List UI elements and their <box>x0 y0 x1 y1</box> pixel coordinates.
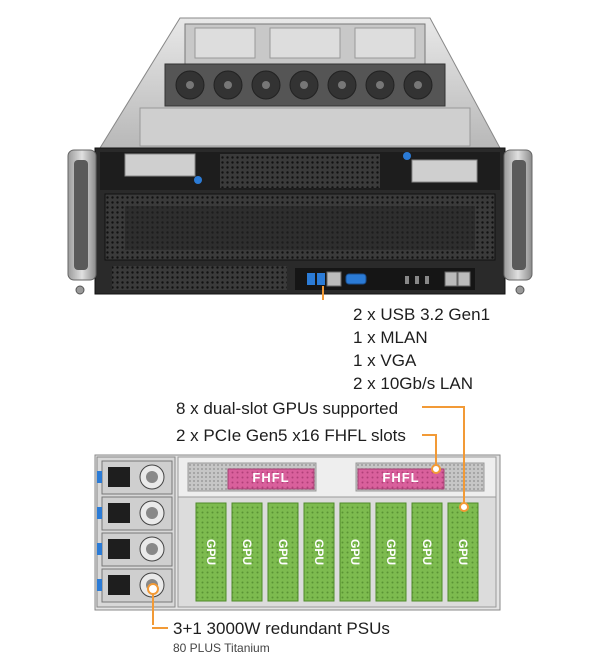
fan-row <box>164 63 446 107</box>
psu-callout-subtitle: 80 PLUS Titanium <box>173 641 270 655</box>
gpu-callout-line <box>422 406 465 505</box>
front-io-ports <box>307 271 471 287</box>
pcie-callout-line <box>422 434 437 467</box>
psu-callout-connector <box>152 627 168 629</box>
gpu-label-4: GPU <box>312 538 326 565</box>
gpu-label-1: GPU <box>204 538 218 565</box>
rack-handles <box>67 149 533 295</box>
io-callout-line-1: 2 x USB 3.2 Gen1 <box>353 305 491 324</box>
fhfl-label-1: FHFL <box>252 470 290 485</box>
psu-callout-title: 3+1 3000W redundant PSUs <box>173 619 390 638</box>
fhfl-label-2: FHFL <box>382 470 420 485</box>
server-rear-view: FHFL FHFL GPU GPU GPU GPU GPU GPU GPU GP… <box>0 395 600 625</box>
gpu-callout: 8 x dual-slot GPUs supported <box>176 399 399 418</box>
io-callout-line-4: 2 x 10Gb/s LAN <box>353 374 474 393</box>
gpu-label-8: GPU <box>456 538 470 565</box>
psu-bay <box>96 456 176 608</box>
io-callout-line <box>322 286 324 300</box>
gpu-label-3: GPU <box>276 538 290 565</box>
gpu-label-6: GPU <box>384 538 398 565</box>
gpu-label-2: GPU <box>240 538 254 565</box>
io-callout-line-2: 1 x MLAN <box>353 328 428 347</box>
gpu-label-5: GPU <box>348 538 362 565</box>
chassis-top <box>99 17 501 149</box>
io-callout-line-3: 1 x VGA <box>353 351 417 370</box>
gpu-label-7: GPU <box>420 538 434 565</box>
pcie-callout: 2 x PCIe Gen5 x16 FHFL slots <box>176 426 406 445</box>
gpu-slots <box>195 502 479 602</box>
server-front-view <box>0 0 600 300</box>
fhfl-slots <box>187 462 485 492</box>
chassis-front <box>94 147 506 295</box>
